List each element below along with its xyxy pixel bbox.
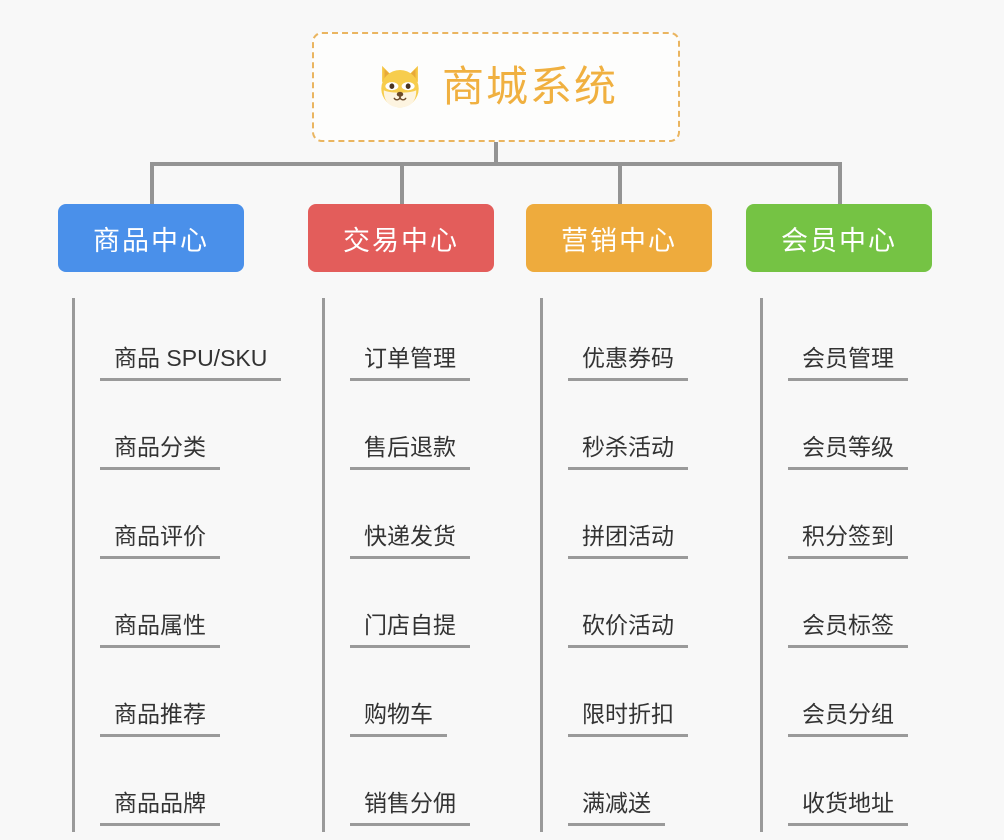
leaf-label: 拼团活动: [568, 523, 688, 559]
leaf-label: 砍价活动: [568, 612, 688, 648]
leaf-label: 优惠券码: [568, 345, 688, 381]
leaf-item[interactable]: 会员等级: [760, 387, 932, 476]
leaf-label: 快递发货: [350, 523, 470, 559]
leaf-label: 商品评价: [100, 523, 220, 559]
branch-trade-center: 交易中心 订单管理 售后退款 快递发货 门店自提 购物车 销售分佣: [308, 204, 494, 832]
leaf-item[interactable]: 销售分佣: [322, 743, 494, 832]
leaf-item[interactable]: 商品属性: [72, 565, 244, 654]
leaf-item[interactable]: 快递发货: [322, 476, 494, 565]
leaf-list-marketing-center: 优惠券码 秒杀活动 拼团活动 砍价活动 限时折扣 满减送: [540, 298, 712, 832]
leaf-item[interactable]: 购物车: [322, 654, 494, 743]
leaf-item[interactable]: 砍价活动: [540, 565, 712, 654]
leaf-spine: [760, 298, 763, 832]
leaf-label: 销售分佣: [350, 790, 470, 826]
leaf-item[interactable]: 商品分类: [72, 387, 244, 476]
leaf-item[interactable]: 商品推荐: [72, 654, 244, 743]
leaf-list-trade-center: 订单管理 售后退款 快递发货 门店自提 购物车 销售分佣: [322, 298, 494, 832]
leaf-label: 购物车: [350, 701, 447, 737]
branch-member-center: 会员中心 会员管理 会员等级 积分签到 会员标签 会员分组 收货地址: [746, 204, 932, 832]
leaf-item[interactable]: 会员管理: [760, 298, 932, 387]
leaf-list-product-center: 商品 SPU/SKU 商品分类 商品评价 商品属性 商品推荐 商品品牌: [72, 298, 282, 832]
leaf-item[interactable]: 会员标签: [760, 565, 932, 654]
leaf-item[interactable]: 收货地址: [760, 743, 932, 832]
leaf-label: 商品品牌: [100, 790, 220, 826]
leaf-label: 满减送: [568, 790, 665, 826]
leaf-item[interactable]: 限时折扣: [540, 654, 712, 743]
leaf-label: 秒杀活动: [568, 434, 688, 470]
category-header-trade-center[interactable]: 交易中心: [308, 204, 494, 272]
leaf-item[interactable]: 商品品牌: [72, 743, 244, 832]
leaf-spine: [322, 298, 325, 832]
leaf-label: 会员标签: [788, 612, 908, 648]
leaf-label: 会员分组: [788, 701, 908, 737]
leaf-label: 订单管理: [350, 345, 470, 381]
leaf-spine: [540, 298, 543, 832]
leaf-label: 限时折扣: [568, 701, 688, 737]
branch-marketing-center: 营销中心 优惠券码 秒杀活动 拼团活动 砍价活动 限时折扣 满减送: [526, 204, 712, 832]
leaf-label: 门店自提: [350, 612, 470, 648]
leaf-label: 会员管理: [788, 345, 908, 381]
connector-drop-4: [838, 162, 842, 206]
leaf-item[interactable]: 拼团活动: [540, 476, 712, 565]
leaf-item[interactable]: 秒杀活动: [540, 387, 712, 476]
leaf-label: 会员等级: [788, 434, 908, 470]
leaf-list-member-center: 会员管理 会员等级 积分签到 会员标签 会员分组 收货地址: [760, 298, 932, 832]
connector-root-stem: [494, 142, 498, 164]
leaf-item[interactable]: 商品评价: [72, 476, 244, 565]
leaf-item[interactable]: 售后退款: [322, 387, 494, 476]
leaf-item[interactable]: 会员分组: [760, 654, 932, 743]
category-header-product-center[interactable]: 商品中心: [58, 204, 244, 272]
leaf-label: 商品属性: [100, 612, 220, 648]
root-node-title: 商城系统: [441, 63, 618, 110]
leaf-label: 商品推荐: [100, 701, 220, 737]
leaf-label: 积分签到: [788, 523, 908, 559]
leaf-label: 售后退款: [350, 434, 470, 470]
leaf-label: 收货地址: [788, 790, 908, 826]
leaf-item[interactable]: 门店自提: [322, 565, 494, 654]
connector-horizontal-bus: [150, 162, 842, 166]
branch-product-center: 商品中心 商品 SPU/SKU 商品分类 商品评价 商品属性 商品推荐 商品品牌: [58, 204, 282, 832]
connector-drop-2: [400, 162, 404, 206]
leaf-item[interactable]: 订单管理: [322, 298, 494, 387]
category-header-member-center[interactable]: 会员中心: [746, 204, 932, 272]
root-node-card[interactable]: 商城系统: [312, 32, 680, 142]
category-header-marketing-center[interactable]: 营销中心: [526, 204, 712, 272]
leaf-label: 商品分类: [100, 434, 220, 470]
leaf-item[interactable]: 积分签到: [760, 476, 932, 565]
connector-drop-1: [150, 162, 154, 206]
leaf-item[interactable]: 满减送: [540, 743, 712, 832]
leaf-item[interactable]: 商品 SPU/SKU: [72, 298, 282, 387]
shiba-dog-face-icon: [374, 61, 426, 113]
leaf-label: 商品 SPU/SKU: [100, 345, 282, 381]
leaf-spine: [72, 298, 75, 832]
leaf-item[interactable]: 优惠券码: [540, 298, 712, 387]
connector-drop-3: [618, 162, 622, 206]
